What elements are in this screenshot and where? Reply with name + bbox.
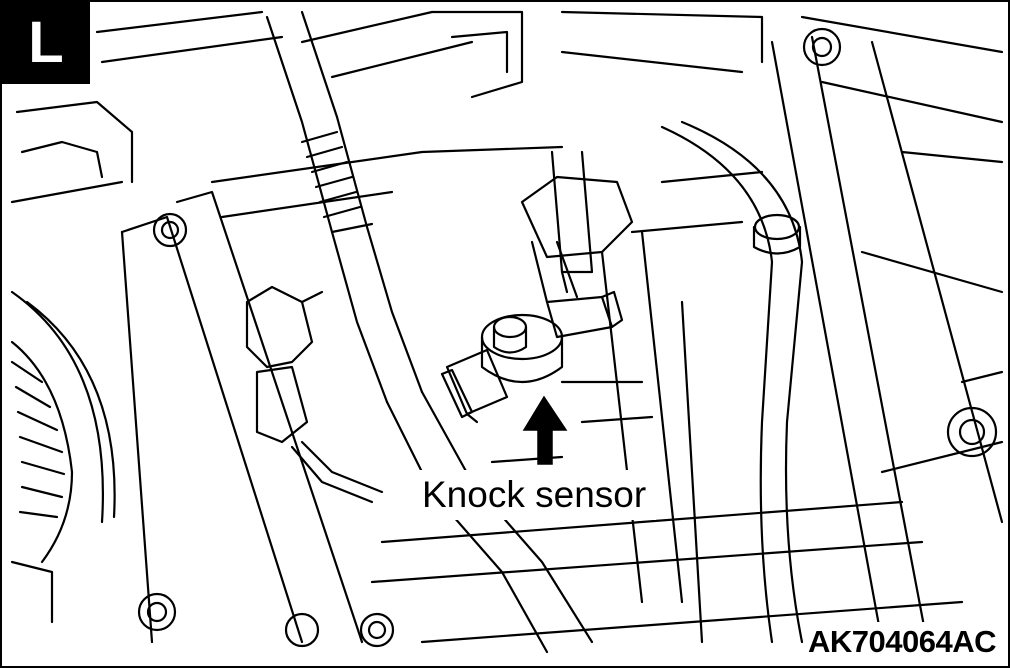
center-hose — [385, 390, 594, 654]
left-bracket — [120, 190, 395, 648]
right-hose — [660, 120, 804, 644]
engine-case-lines — [370, 230, 1004, 644]
figure-reference-code: AK704064AC — [804, 622, 1000, 662]
view-label-badge: L — [2, 2, 90, 84]
background-engine-block — [10, 10, 1004, 294]
center-bracket — [520, 150, 634, 294]
right-bracket — [770, 27, 1004, 644]
knock-sensor-label: Knock sensor — [412, 470, 657, 520]
pointer-arrow — [522, 395, 568, 465]
upper-hose — [265, 10, 424, 404]
sensor-fitting — [530, 240, 624, 339]
left-pulley — [10, 290, 116, 624]
knock-sensor-body — [440, 313, 564, 424]
harness-connector — [245, 285, 384, 504]
